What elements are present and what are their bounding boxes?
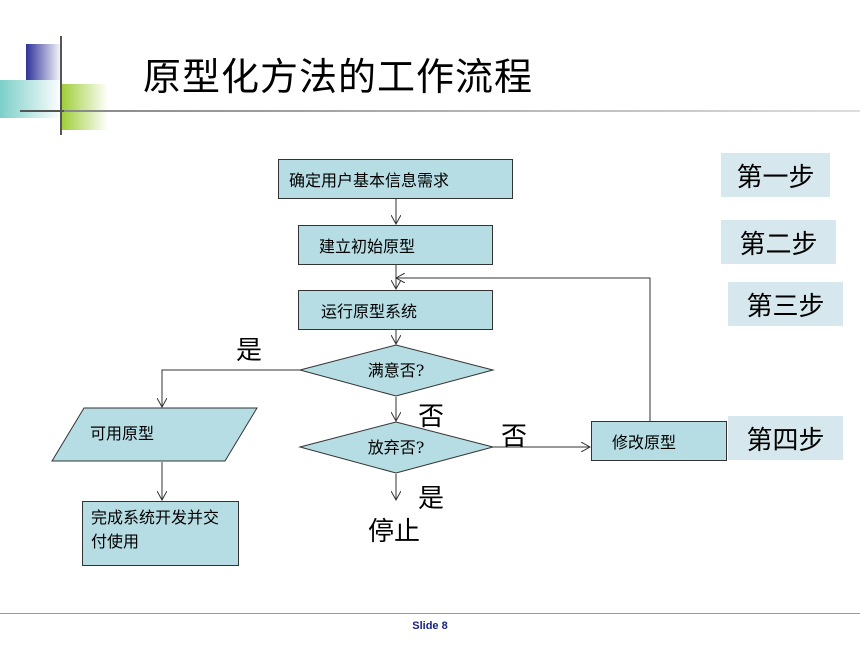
title-divider [64,110,860,112]
label-no-right: 否 [501,422,528,452]
label-yes-down: 是 [418,484,445,514]
step-1-badge: 第一步 [721,153,830,197]
step-3-badge: 第三步 [728,282,843,326]
decision-satisfied [298,344,495,397]
process-determine-text: 确定用户基本信息需求 [289,171,450,190]
corner-decoration [0,36,120,135]
label-yes-left: 是 [236,336,263,366]
decision-abandon-text: 放弃否? [368,438,425,457]
decision-satisfied-text: 满意否? [368,361,425,380]
step-4-badge: 第四步 [728,416,843,460]
decision-abandon [298,421,495,474]
process-complete-text: 完成系统开发并交付使用 [91,508,220,551]
process-run-text: 运行原型系统 [321,302,418,321]
output-usable-text: 可用原型 [90,424,154,443]
arrow-modify-run [396,278,651,421]
output-usable [51,407,258,462]
process-run: 运行原型系统 [298,290,493,330]
footer-divider [0,613,860,614]
process-determine: 确定用户基本信息需求 [278,159,513,199]
deco-blue-square [26,44,62,80]
slide-number: Slide 8 [412,620,448,632]
page-title: 原型化方法的工作流程 [143,55,534,99]
process-build: 建立初始原型 [298,225,493,265]
arrow-satisfied-usable [162,369,300,407]
process-modify: 修改原型 [591,421,727,461]
step-2-badge: 第二步 [721,220,836,264]
label-no-down: 否 [418,402,445,432]
process-build-text: 建立初始原型 [319,237,416,256]
process-modify-text: 修改原型 [612,433,677,452]
process-complete: 完成系统开发并交付使用 [82,501,239,566]
deco-green-square [62,84,108,130]
label-stop: 停止 [368,517,421,547]
